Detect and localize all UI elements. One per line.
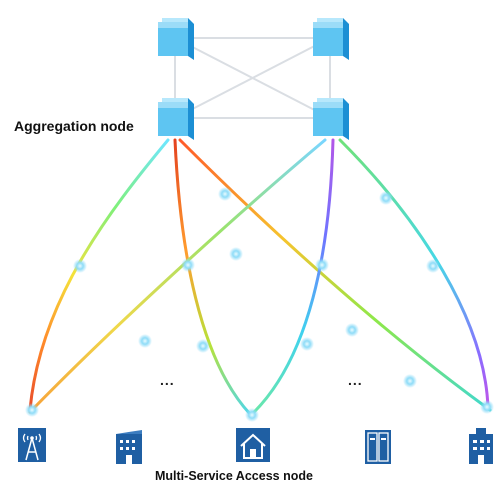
link-left-outer (28, 138, 170, 412)
cabinet-icon (365, 430, 391, 464)
switch-bottom-left (158, 98, 194, 140)
link-node (345, 323, 359, 337)
switch-top-left (158, 18, 194, 60)
link-node (480, 400, 494, 414)
ellipsis-left: ... (160, 372, 175, 388)
access-links (28, 138, 492, 418)
link-node (315, 258, 329, 272)
link-node (73, 259, 87, 273)
link-node (181, 258, 195, 272)
switch-mesh (174, 37, 331, 119)
link-right-center (248, 138, 335, 418)
aggregation-node-label: Aggregation node (14, 118, 134, 134)
tower-icon (18, 428, 46, 462)
link-node (403, 374, 417, 388)
building-icon (116, 430, 142, 464)
link-node (138, 334, 152, 348)
switch-bottom-right (313, 98, 349, 140)
link-node (218, 187, 232, 201)
link-node (229, 247, 243, 261)
link-node (25, 403, 39, 417)
access-node-label: Multi-Service Access node (155, 469, 313, 483)
link-node (379, 191, 393, 205)
link-nodes (25, 187, 494, 422)
link-node (245, 408, 259, 422)
ellipsis-right: ... (348, 372, 363, 388)
office-building-icon (469, 428, 493, 464)
link-node (426, 259, 440, 273)
house-icon (236, 428, 270, 462)
link-left-center (173, 138, 252, 416)
link-left-cross (178, 138, 492, 412)
link-right-outer (338, 138, 490, 410)
link-right-cross (28, 138, 327, 414)
switch-top-right (313, 18, 349, 60)
link-node (196, 339, 210, 353)
link-node (300, 337, 314, 351)
